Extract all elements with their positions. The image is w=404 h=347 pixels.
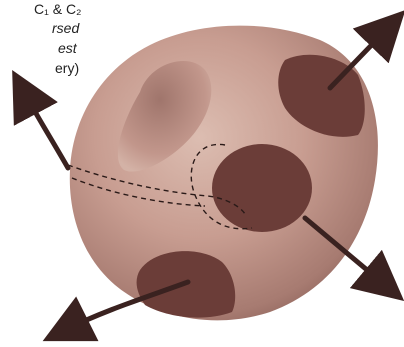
label-line-1: C₁ & C₂ — [34, 1, 82, 17]
label-line-3: est — [58, 40, 78, 56]
spot-center — [212, 144, 312, 232]
label-block: C₁ & C₂ rsed est ery) — [34, 1, 82, 76]
arrow-upper-left — [24, 92, 68, 168]
label-line-2: rsed — [52, 20, 80, 36]
label-line-4: ery) — [55, 60, 79, 76]
